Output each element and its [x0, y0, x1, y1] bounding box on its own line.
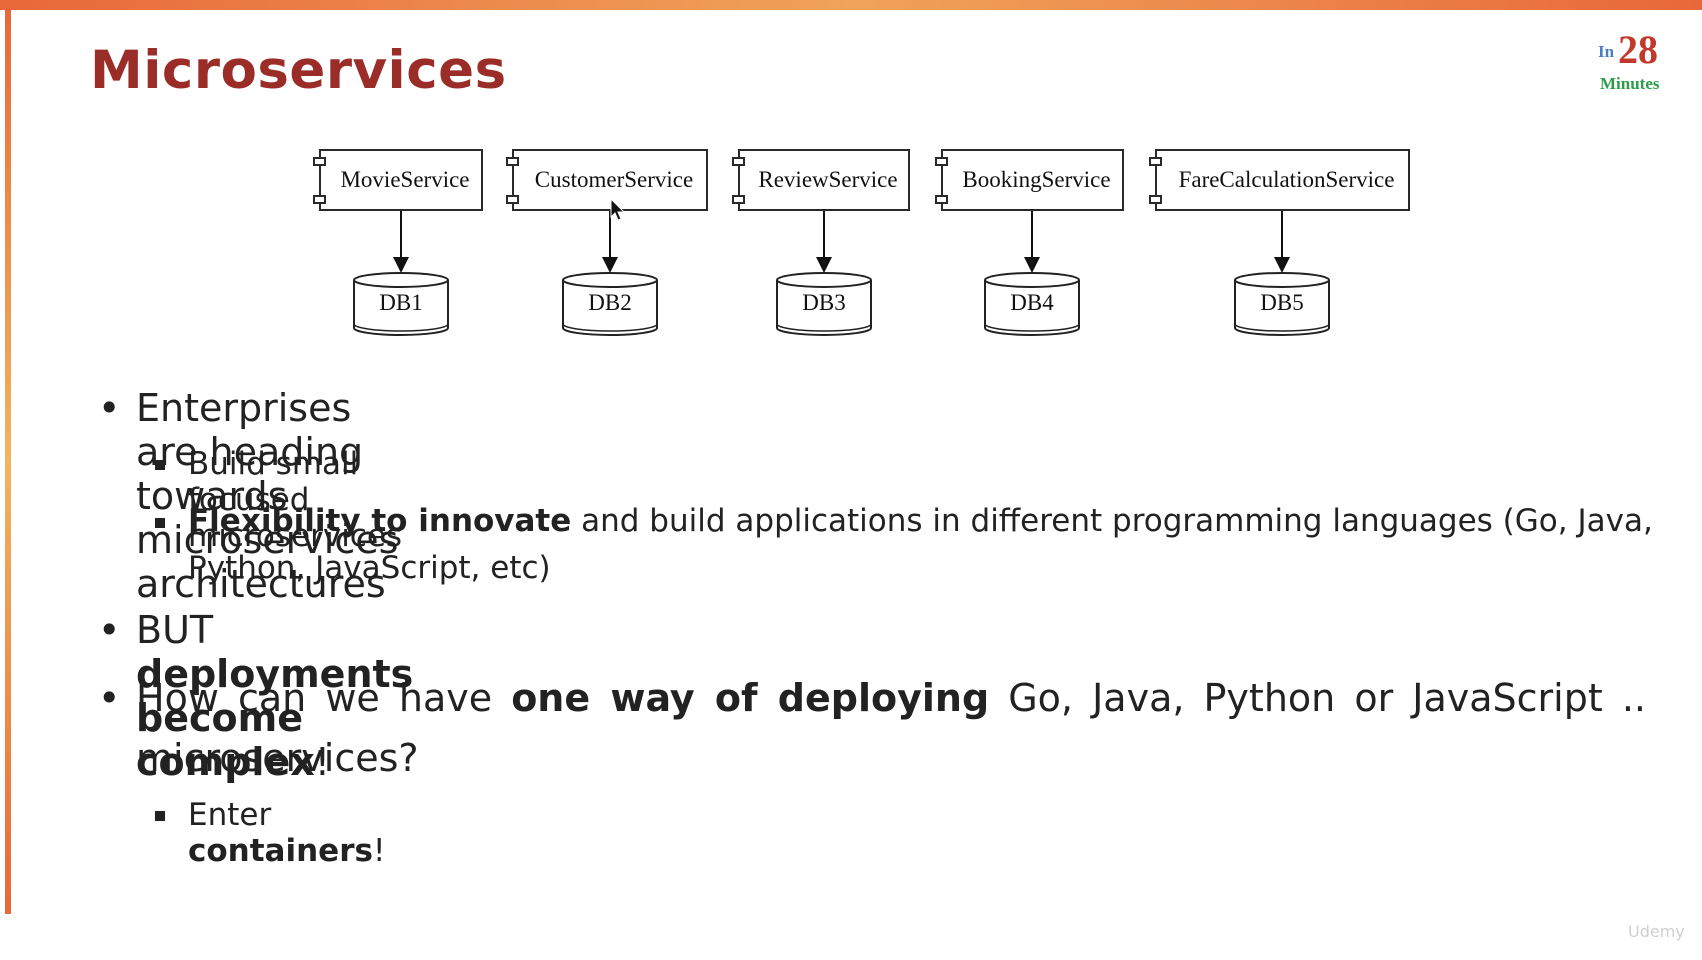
component-icon [313, 157, 326, 166]
arrow-down-icon [393, 211, 409, 273]
bullet-line-1: Flexibility to innovate and build applic… [188, 498, 1653, 545]
sub-bullet-item: Build small focused microservices [155, 446, 403, 554]
bullet-text: ! [372, 833, 386, 869]
udemy-watermark: Udemy [1628, 922, 1685, 941]
component-icon [732, 195, 745, 204]
arrow-down-icon [816, 211, 832, 273]
component-icon [1149, 195, 1162, 204]
service-box-movie: MovieService [313, 149, 483, 211]
bullet-text: How can we have [136, 676, 512, 720]
left-accent-bar [5, 6, 11, 914]
database-label: DB1 [379, 290, 423, 315]
database-db4: DB4 [984, 272, 1080, 336]
database-label: DB2 [588, 290, 632, 315]
database-label: DB3 [802, 290, 846, 315]
bullet-dot-icon: • [98, 386, 121, 430]
bullet-text-bold: containers [188, 833, 373, 869]
bullet-text: Build small focused microservices [188, 446, 403, 554]
database-db5: DB5 [1234, 272, 1330, 336]
component-icon [313, 195, 326, 204]
component-icon [935, 195, 948, 204]
arrow-down-icon [1274, 211, 1290, 273]
service-label: MovieService [340, 167, 470, 192]
service-box-booking: BookingService [935, 149, 1124, 211]
bullet-text-bold: one way of deploying [511, 676, 990, 720]
bullet-line-1: How can we have one way of deploying Go,… [136, 676, 1646, 720]
component-icon [506, 195, 519, 204]
bullet-line-2: microservices? [136, 736, 419, 780]
service-box-customer: CustomerService [506, 149, 708, 211]
slide-title: Microservices [90, 40, 507, 101]
arrow-down-icon [602, 211, 618, 273]
top-accent-bar [0, 0, 1702, 10]
bullet-text: ! [314, 740, 330, 784]
database-db3: DB3 [776, 272, 872, 336]
database-icon [776, 272, 872, 336]
database-icon [984, 272, 1080, 336]
component-icon [935, 157, 948, 166]
logo-prefix: In [1598, 42, 1615, 61]
logo-number: 28 [1618, 27, 1658, 72]
bullet-text: and build applications in different prog… [571, 503, 1653, 539]
database-label: DB4 [1010, 290, 1054, 315]
database-icon [353, 272, 449, 336]
square-bullet-icon [155, 460, 165, 470]
service-box-review: ReviewService [732, 149, 910, 211]
bullet-dot-icon: • [98, 608, 121, 652]
bullet-text: Enterprises are heading towards microser… [136, 386, 399, 606]
bullet-text: BUT [136, 608, 214, 652]
component-icon [1149, 157, 1162, 166]
bullet-item: • BUT deployments become complex! [98, 608, 414, 784]
square-bullet-icon [155, 518, 165, 528]
sub-bullet-item: Enter containers! [155, 797, 386, 869]
bullet-text: Enter [188, 797, 272, 833]
component-icon [732, 157, 745, 166]
database-db1: DB1 [353, 272, 449, 336]
database-label: DB5 [1260, 290, 1304, 315]
logo-word: Minutes [1600, 74, 1660, 93]
database-icon [1234, 272, 1330, 336]
bullet-line-2: Python, JavaScript, etc) [188, 550, 551, 586]
bullet-dot-icon: • [98, 676, 121, 720]
database-icon [562, 272, 658, 336]
arrow-down-icon [1024, 211, 1040, 273]
bullet-item: • Enterprises are heading towards micros… [98, 386, 399, 606]
mouse-cursor-icon [610, 198, 626, 221]
in28minutes-logo: In 28 Minutes [1594, 27, 1676, 94]
database-db2: DB2 [562, 272, 658, 336]
service-label: BookingService [962, 167, 1111, 192]
bullet-text: Go, Java, Python or JavaScript .. [989, 676, 1646, 720]
service-label: CustomerService [534, 167, 694, 192]
square-bullet-icon [155, 811, 165, 821]
service-label: ReviewService [758, 167, 898, 192]
bullet-text-bold: Flexibility to innovate [188, 503, 572, 539]
bullet-text-bold: deployments become complex [136, 652, 414, 784]
service-box-farecalculation: FareCalculationService [1149, 149, 1410, 211]
service-label: FareCalculationService [1178, 167, 1395, 192]
component-icon [506, 157, 519, 166]
